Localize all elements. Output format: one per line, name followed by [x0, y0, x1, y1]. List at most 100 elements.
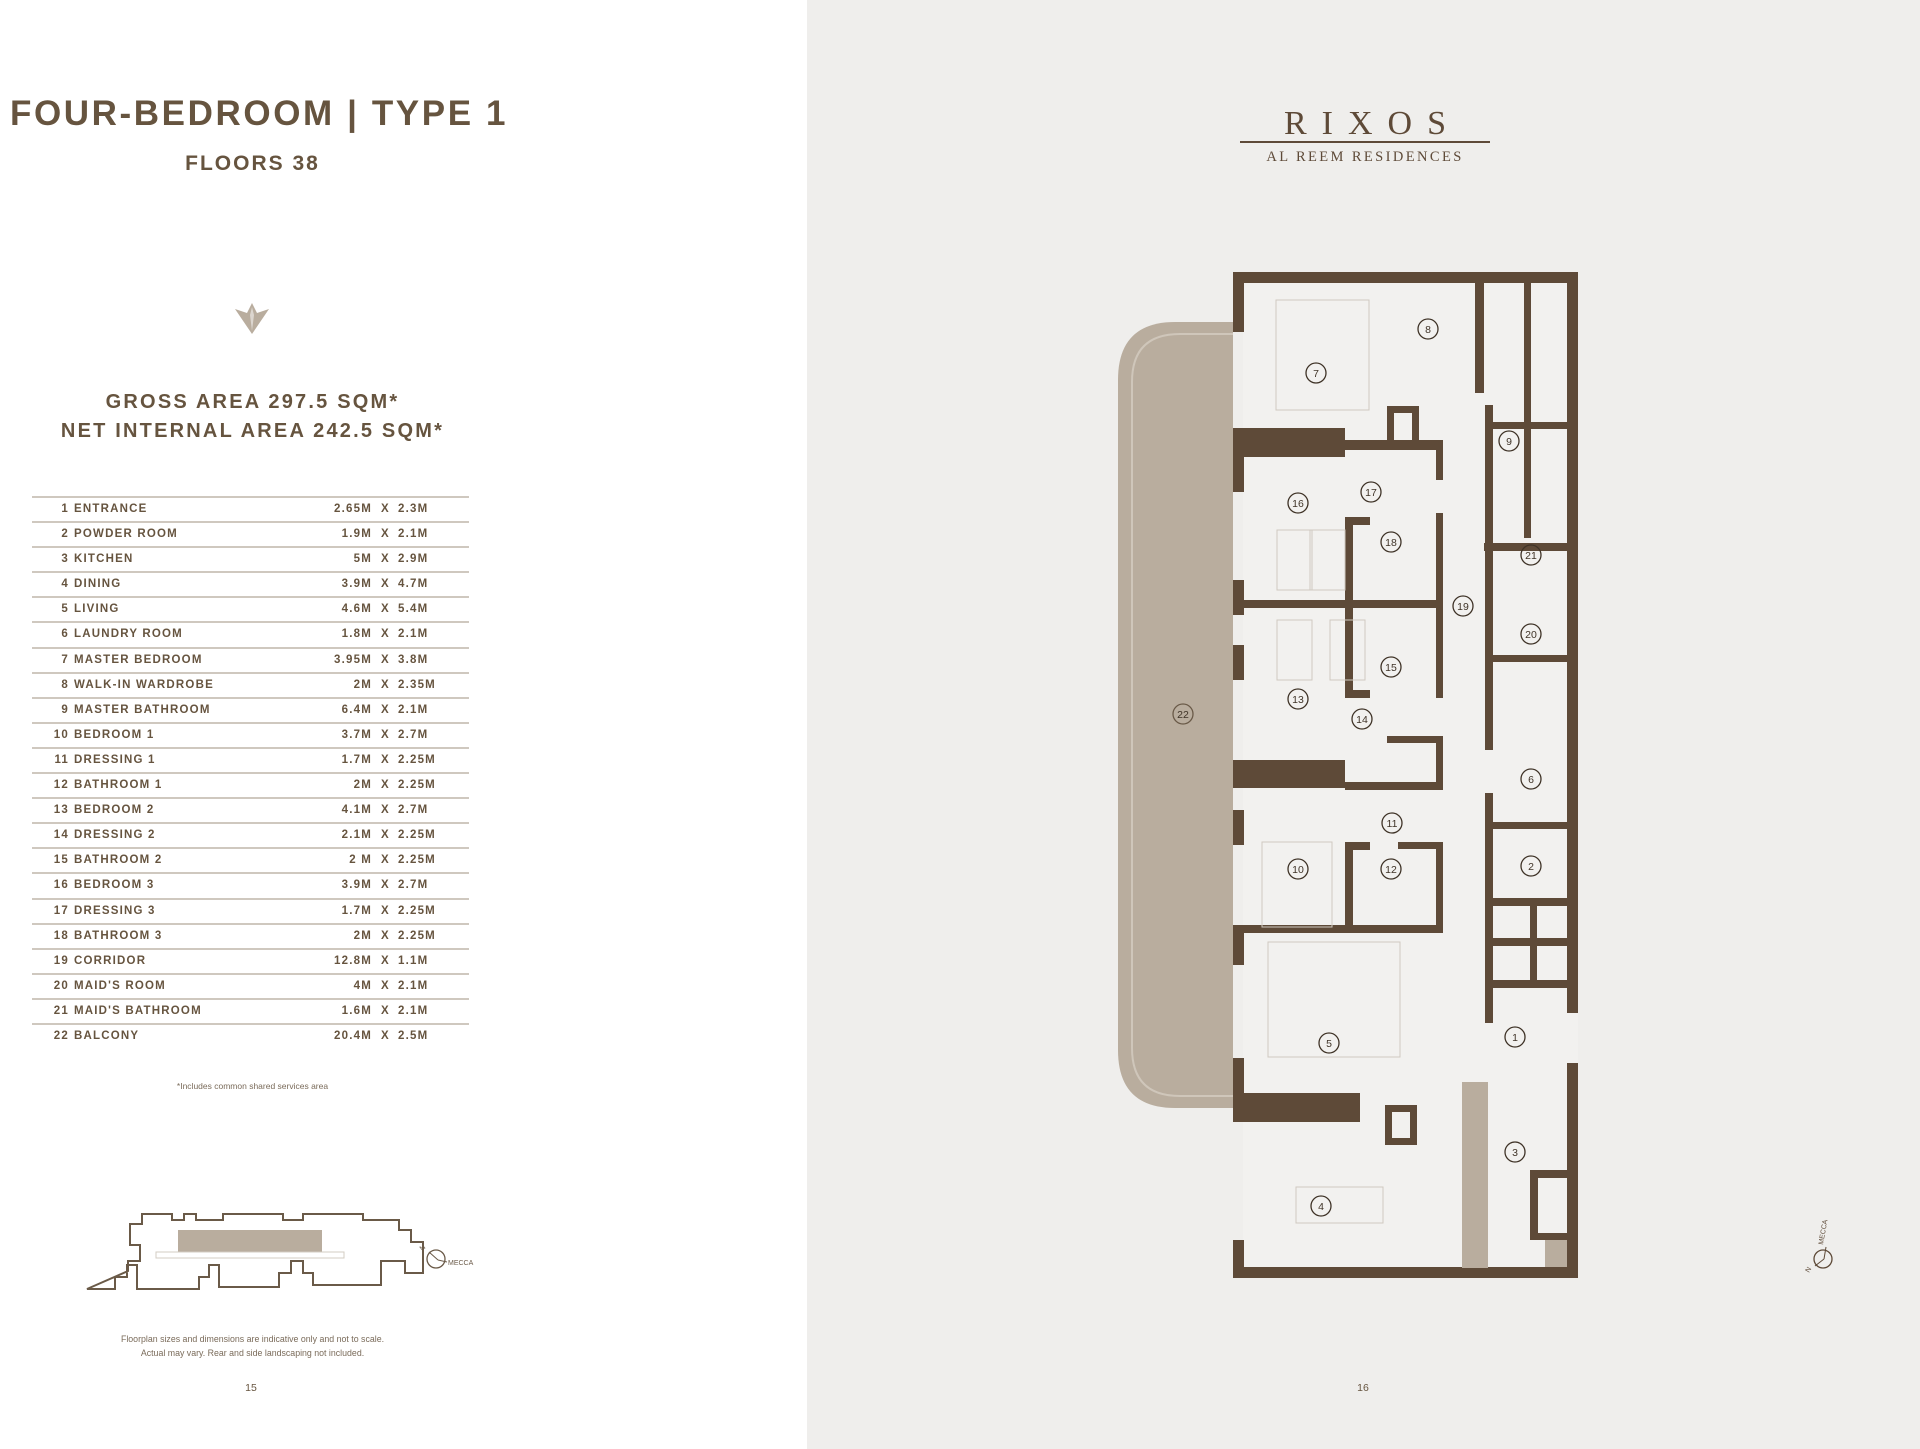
room-marker-number: 2 [1528, 861, 1534, 873]
room-name: LAUNDRY ROOM [74, 628, 183, 641]
room-length: 2.25M [398, 929, 436, 942]
room-number: 11 [54, 753, 69, 766]
times-sign: X [381, 879, 390, 892]
room-number: 18 [53, 929, 69, 942]
key-plan-outline [86, 1213, 424, 1290]
room-marker-number: 18 [1385, 537, 1397, 549]
room-width: 4.6M [341, 603, 372, 616]
times-sign: X [381, 553, 390, 566]
room-name: BATHROOM 3 [74, 929, 163, 942]
room-width: 2M [353, 678, 372, 691]
room-width: 2M [353, 779, 372, 792]
times-sign: X [381, 1029, 390, 1042]
room-width: 20.4M [334, 1029, 372, 1042]
room-number: 21 [53, 1004, 69, 1017]
room-marker-number: 9 [1506, 436, 1512, 448]
room-number: 13 [53, 804, 69, 817]
room-marker-number: 16 [1292, 498, 1304, 510]
times-sign: X [381, 728, 390, 741]
times-sign: X [381, 653, 390, 666]
compass-north-right: N [1805, 1266, 1814, 1274]
room-length: 2.5M [398, 1029, 429, 1042]
room-width: 4M [353, 979, 372, 992]
room-length: 2.25M [398, 779, 436, 792]
room-length: 2.7M [398, 804, 429, 817]
room-width: 3.95M [334, 653, 372, 666]
rixos-emblem-icon [235, 303, 269, 334]
room-marker-number: 1 [1512, 1032, 1518, 1044]
room-number: 19 [53, 954, 69, 967]
times-sign: X [381, 854, 390, 867]
room-width: 2.65M [334, 503, 372, 515]
room-marker-number: 6 [1528, 774, 1534, 786]
times-sign: X [381, 503, 390, 515]
times-sign: X [381, 904, 390, 917]
room-number: 12 [53, 779, 69, 792]
room-number: 1 [61, 503, 69, 515]
logo-rule [1240, 141, 1490, 143]
net-area: NET INTERNAL AREA 242.5 SQM* [60, 420, 445, 442]
compass-icon: N MECCA [419, 1244, 474, 1269]
walls [1233, 272, 1578, 1278]
room-width: 3.7M [341, 728, 372, 741]
room-name: DRESSING 3 [74, 904, 156, 917]
room-width: 4.1M [341, 804, 372, 817]
room-marker-circle [1380, 858, 1402, 880]
room-length: 2.1M [398, 1004, 429, 1017]
room-name: WALK-IN WARDROBE [74, 678, 214, 691]
compass-north: N [419, 1244, 427, 1253]
room-marker-number: 21 [1525, 550, 1537, 562]
room-length: 2.1M [398, 528, 429, 541]
room-number: 3 [61, 553, 69, 566]
room-number: 15 [53, 854, 69, 867]
room-name: BATHROOM 1 [74, 779, 163, 792]
room-marker-circle [1287, 858, 1309, 880]
room-marker-number: 12 [1385, 864, 1397, 876]
room-width: 2M [353, 929, 372, 942]
room-width: 12.8M [334, 954, 372, 967]
times-sign: X [381, 779, 390, 792]
room-name: MASTER BATHROOM [74, 703, 211, 716]
room-marker-circle [1360, 481, 1382, 503]
room-marker-circle [1380, 656, 1402, 678]
room-length: 2.1M [398, 703, 429, 716]
room-row: 12 BATHROOM 1 2M X 2.25M [32, 772, 469, 797]
room-width: 2.1M [341, 829, 372, 842]
room-marker-number: 7 [1313, 368, 1319, 380]
key-plan-highlight-unit [178, 1230, 322, 1252]
room-marker-number: 15 [1385, 662, 1397, 674]
times-sign: X [381, 703, 390, 716]
room-width: 3.9M [341, 578, 372, 591]
room-marker-number: 14 [1356, 714, 1368, 726]
room-marker-circle [1520, 623, 1542, 645]
room-marker-number: 13 [1292, 694, 1304, 706]
room-number: 20 [53, 979, 69, 992]
room-length: 2.25M [398, 854, 436, 867]
room-length: 2.1M [398, 628, 429, 641]
room-name: ENTRANCE [74, 503, 148, 515]
room-marker-number: 4 [1318, 1201, 1324, 1213]
room-number: 6 [61, 628, 69, 641]
room-marker-circle [1305, 362, 1327, 384]
room-name: BATHROOM 2 [74, 854, 163, 867]
disclaimer-line-1: Floorplan sizes and dimensions are indic… [120, 1334, 385, 1344]
site-key-plan: N MECCA [86, 1213, 474, 1290]
compass-mecca-label-right: MECCA [1818, 1219, 1829, 1245]
room-length: 2.3M [398, 503, 429, 515]
times-sign: X [381, 528, 390, 541]
room-marker-number: 22 [1177, 709, 1189, 721]
room-length: 2.9M [398, 553, 429, 566]
furniture [1261, 299, 1401, 1224]
room-width: 1.7M [341, 753, 372, 766]
